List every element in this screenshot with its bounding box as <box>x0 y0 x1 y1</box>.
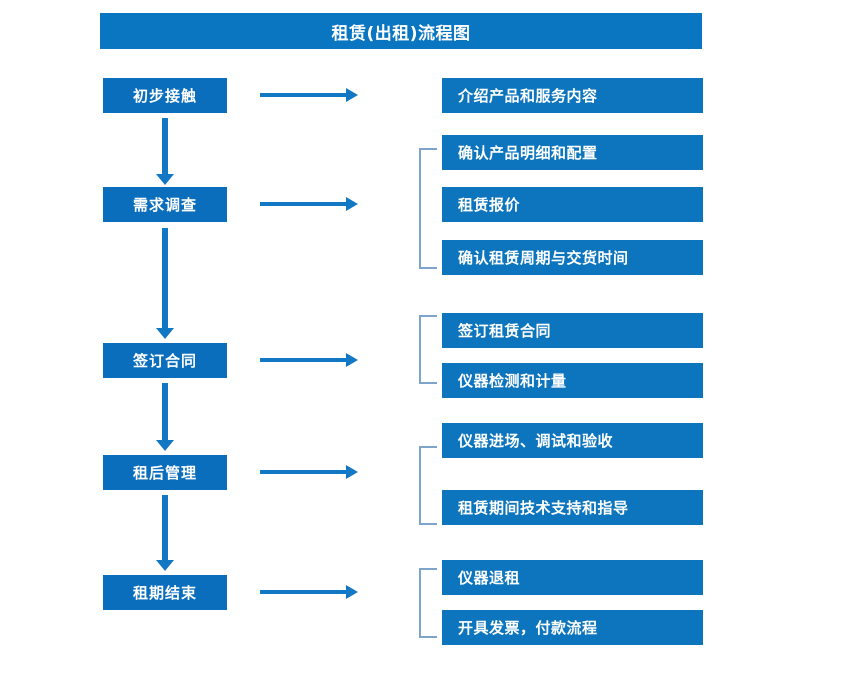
down-arrow-icon-3 <box>156 383 174 451</box>
detail-box-4[interactable]: 确认租赁周期与交货时间 <box>442 240 703 275</box>
detail-box-8[interactable]: 租赁期间技术支持和指导 <box>442 490 703 525</box>
detail-box-7[interactable]: 仪器进场、调试和验收 <box>442 423 703 458</box>
group-bracket-1 <box>419 148 437 269</box>
diagram-title: 租赁(出租)流程图 <box>100 13 702 49</box>
detail-box-3[interactable]: 租赁报价 <box>442 187 703 222</box>
detail-box-10[interactable]: 开具发票，付款流程 <box>442 610 703 645</box>
detail-box-1[interactable]: 介绍产品和服务内容 <box>442 78 703 113</box>
right-arrow-icon-5 <box>260 585 358 599</box>
detail-box-9[interactable]: 仪器退租 <box>442 560 703 595</box>
group-bracket-3 <box>419 446 437 525</box>
right-arrow-icon-3 <box>260 353 358 367</box>
detail-box-5[interactable]: 签订租赁合同 <box>442 313 703 348</box>
detail-box-2[interactable]: 确认产品明细和配置 <box>442 135 703 170</box>
stage-box-2[interactable]: 需求调查 <box>103 187 227 222</box>
right-arrow-icon-2 <box>260 197 358 211</box>
right-arrow-icon-1 <box>260 88 358 102</box>
group-bracket-2 <box>419 315 437 384</box>
right-arrow-icon-4 <box>260 465 358 479</box>
stage-box-3[interactable]: 签订合同 <box>103 343 227 378</box>
stage-box-1[interactable]: 初步接触 <box>103 78 227 113</box>
detail-box-6[interactable]: 仪器检测和计量 <box>442 363 703 398</box>
down-arrow-icon-4 <box>156 495 174 571</box>
stage-box-4[interactable]: 租后管理 <box>103 455 227 490</box>
down-arrow-icon-2 <box>156 228 174 339</box>
stage-box-5[interactable]: 租期结束 <box>103 575 227 610</box>
down-arrow-icon-1 <box>156 118 174 185</box>
group-bracket-4 <box>419 568 437 638</box>
